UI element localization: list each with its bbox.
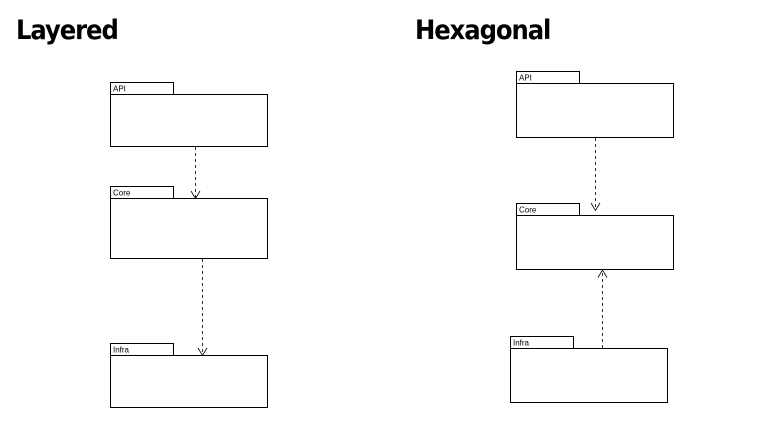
package-body (110, 198, 268, 259)
package-label: API (113, 85, 126, 94)
package-body (516, 83, 674, 138)
package-label: Infra (513, 339, 530, 348)
layered-api-package[interactable]: API (110, 82, 268, 147)
hexagonal-diagram: API Core Infra (510, 71, 674, 403)
package-label: Infra (113, 346, 130, 355)
package-label: API (519, 74, 532, 83)
hexagonal-api-package[interactable]: API (516, 71, 674, 138)
package-body (510, 348, 668, 403)
package-label: Core (113, 189, 131, 198)
layered-diagram: API Core Infra (110, 82, 268, 408)
open-arrowhead (190, 190, 201, 200)
open-arrowhead (590, 202, 601, 212)
package-body (110, 94, 268, 147)
package-body (516, 215, 674, 270)
open-arrowhead (597, 269, 608, 278)
hexagonal-infra-package[interactable]: Infra (510, 336, 668, 403)
package-body (110, 355, 268, 408)
hexagonal-core-package[interactable]: Core (516, 203, 674, 270)
hexagonal-dependency-api-to-core (590, 138, 601, 212)
layered-core-package[interactable]: Core (110, 186, 268, 259)
layered-dependency-core-to-infra (197, 259, 208, 357)
layered-infra-package[interactable]: Infra (110, 343, 268, 408)
layered-dependency-api-to-core (190, 147, 201, 200)
package-label: Core (519, 206, 537, 215)
hexagonal-title: Hexagonal (415, 15, 551, 46)
open-arrowhead (197, 347, 208, 357)
hexagonal-dependency-infra-to-core (597, 269, 608, 348)
layered-title: Layered (16, 15, 119, 46)
